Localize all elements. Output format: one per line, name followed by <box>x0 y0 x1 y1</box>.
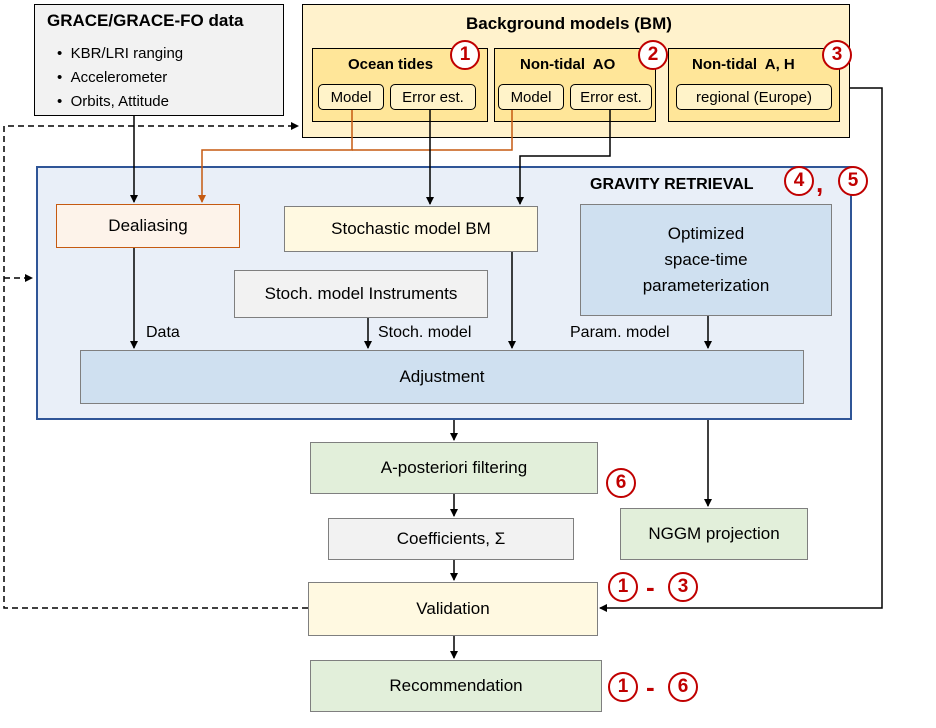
label-stoch-model: Stoch. model <box>378 324 472 341</box>
validation-range-sep: - <box>646 572 655 602</box>
gravity-retrieval-title: GRAVITY RETRIEVAL <box>590 176 754 193</box>
stoch-model-instruments-box: Stoch. model Instruments <box>234 270 488 318</box>
coefficients-box: Coefficients, Σ <box>328 518 574 560</box>
dealiasing-box: Dealiasing <box>56 204 240 248</box>
label-param-model: Param. model <box>570 324 670 341</box>
recommendation-range-sep: - <box>646 672 655 702</box>
grace-item-1: • KBR/LRI ranging <box>57 45 184 62</box>
ocean-tides-title: Ocean tides <box>348 56 434 73</box>
nontidal-ao-title: Non-tidal AO <box>520 56 616 73</box>
arrow-bm-to-validation <box>599 87 883 612</box>
adjustment-box: Adjustment <box>80 350 804 404</box>
aposteriori-filtering-box: A-posteriori filtering <box>310 442 598 494</box>
ah-regional-box: regional (Europe) <box>676 84 832 110</box>
nontidal-ah-title: Non-tidal A, H <box>692 56 795 73</box>
ocean-error-box: Error est. <box>390 84 476 110</box>
optimized-line-3: parameterization <box>642 276 770 295</box>
optimized-line-2: space-time <box>664 250 748 269</box>
ocean-model-box: Model <box>318 84 384 110</box>
label-data: Data <box>146 324 180 341</box>
background-models-title: Background models (BM) <box>466 14 672 33</box>
validation-box: Validation <box>308 582 598 636</box>
badge-1-ocean: 1 <box>450 40 480 70</box>
ao-error-box: Error est. <box>570 84 652 110</box>
arrow-ao-error-to-stochbm <box>516 110 611 205</box>
recommendation-badge-6: 6 <box>668 672 698 702</box>
optimized-line-1: Optimized <box>667 224 745 243</box>
orange-model-link <box>198 110 353 203</box>
ao-model-box: Model <box>498 84 564 110</box>
validation-badge-1: 1 <box>608 572 638 602</box>
grace-data-title: GRACE/GRACE-FO data <box>47 11 244 30</box>
recommendation-box: Recommendation <box>310 660 602 712</box>
grace-data-box: GRACE/GRACE-FO data • KBR/LRI ranging • … <box>34 4 284 116</box>
dashed-feedback-loop <box>3 122 308 609</box>
nggm-projection-box: NGGM projection <box>620 508 808 560</box>
optimized-parameterization-box: Optimized space-time parameterization <box>580 204 832 316</box>
grace-item-3: • Orbits, Attitude <box>57 93 169 110</box>
grace-item-2: • Accelerometer <box>57 69 168 86</box>
badge-6: 6 <box>606 468 636 498</box>
validation-badge-3: 3 <box>668 572 698 602</box>
stochastic-model-bm-box: Stochastic model BM <box>284 206 538 252</box>
badge-separator-comma: , <box>816 168 824 198</box>
badge-5: 5 <box>838 166 868 196</box>
recommendation-badge-1: 1 <box>608 672 638 702</box>
orange-ao-model-link <box>352 110 513 151</box>
badge-2-ao: 2 <box>638 40 668 70</box>
badge-3-ah: 3 <box>822 40 852 70</box>
badge-4: 4 <box>784 166 814 196</box>
